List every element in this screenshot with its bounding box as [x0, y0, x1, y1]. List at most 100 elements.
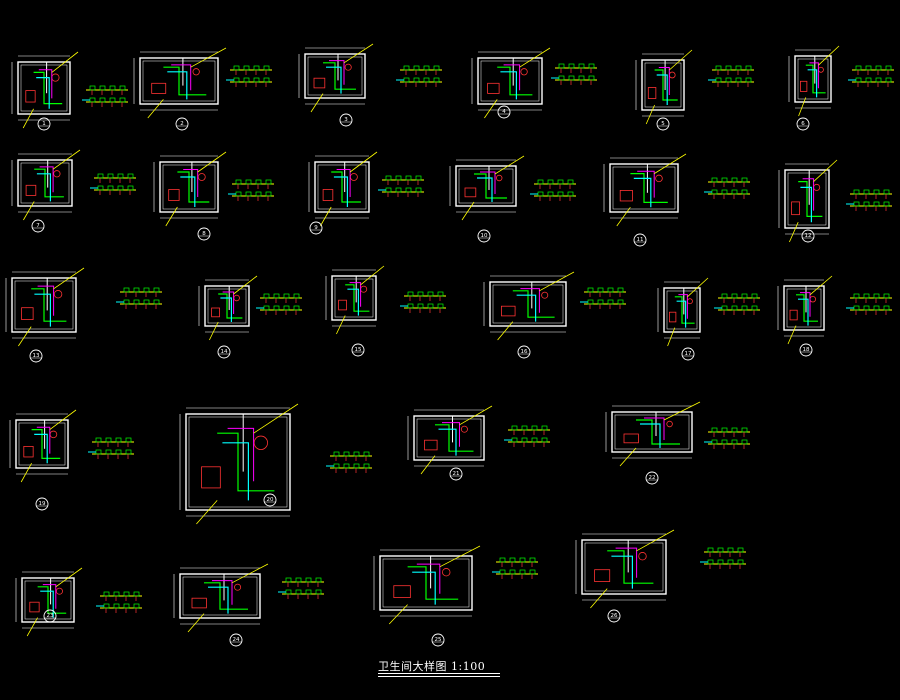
supply-pipe — [163, 66, 207, 96]
hot-water-pipe — [637, 170, 655, 198]
detail-marker — [339, 113, 353, 127]
detail-number: 13 — [33, 353, 40, 359]
riser-fixture — [721, 189, 728, 195]
drain-pipe — [676, 300, 687, 328]
drain-pipe — [326, 66, 342, 94]
detail-marker — [645, 471, 659, 485]
detail-number: 25 — [435, 637, 442, 643]
riser-fixture — [617, 287, 624, 293]
annotation-leader — [484, 99, 498, 119]
wall-outline — [663, 287, 701, 333]
riser-fixture — [285, 589, 292, 595]
annotation-leader — [494, 155, 525, 175]
hot-water-pipe — [416, 563, 441, 594]
basin-fixture — [520, 68, 528, 76]
basin-fixture — [655, 174, 663, 183]
riser-fixture — [103, 603, 110, 609]
title-underline-secondary — [378, 676, 500, 677]
riser-fixture — [741, 189, 748, 195]
annotation-leader — [616, 206, 631, 227]
supply-pipe — [497, 66, 533, 96]
riser-fixture — [568, 63, 575, 69]
hot-water-pipe — [39, 166, 54, 193]
basin-fixture — [541, 291, 549, 299]
drain-pipe — [36, 173, 52, 202]
pipe-riser-legend — [256, 293, 302, 315]
riser-fixture — [883, 189, 890, 195]
annotation-leader — [818, 45, 840, 66]
riser-fixture — [885, 65, 892, 71]
riser-fixture — [707, 559, 714, 565]
riser-fixture — [263, 293, 270, 299]
detail-number: 18 — [803, 347, 810, 353]
riser-fixture — [255, 179, 262, 185]
riser-fixture — [305, 577, 312, 583]
supply-pipe — [323, 62, 356, 90]
toilet-fixture — [500, 305, 516, 317]
wall-inner — [644, 62, 682, 108]
riser-fixture — [731, 177, 738, 183]
riser-fixture — [863, 293, 870, 299]
drain-pipe — [220, 297, 232, 322]
drain-pipe — [222, 442, 249, 501]
detail-marker — [31, 219, 45, 233]
pipe-riser-legend — [82, 85, 128, 107]
basin-fixture — [442, 568, 451, 577]
riser-fixture — [711, 439, 718, 445]
wall-inner — [666, 290, 698, 330]
annotation-leader — [813, 159, 838, 182]
wall-inner — [416, 418, 482, 458]
riser-fixture — [587, 287, 594, 293]
detail-6: 6 — [788, 45, 894, 131]
detail-22: 22 — [605, 401, 750, 485]
detail-number: 21 — [453, 471, 460, 477]
riser-fixture — [235, 191, 242, 197]
wall-inner — [307, 56, 363, 96]
riser-fixture — [863, 305, 870, 311]
riser-fixture — [123, 287, 130, 293]
riser-fixture — [89, 97, 96, 103]
annotation-leader — [253, 403, 299, 434]
wall-inner — [797, 58, 829, 100]
drain-pipe — [333, 176, 348, 207]
annotation-leader — [51, 51, 79, 73]
riser-fixture — [293, 293, 300, 299]
detail-marker — [633, 233, 647, 247]
riser-fixture — [437, 291, 444, 297]
riser-fixture — [725, 77, 732, 83]
supply-pipe — [217, 432, 275, 492]
annotation-leader — [147, 99, 164, 119]
riser-fixture — [109, 97, 116, 103]
hot-water-pipe — [480, 171, 496, 194]
riser-fixture — [721, 293, 728, 299]
detail-number: 20 — [267, 497, 274, 503]
riser-fixture — [127, 173, 134, 179]
toilet-fixture — [619, 189, 633, 202]
riser-fixture — [741, 305, 748, 311]
detail-21: 21 — [407, 405, 550, 481]
detail-26: 26 — [575, 529, 746, 623]
detail-20: 20 — [179, 403, 372, 525]
pipe-riser-legend — [378, 175, 424, 197]
riser-fixture — [153, 287, 160, 293]
drain-pipe — [438, 428, 457, 456]
basin-fixture — [666, 420, 673, 428]
toilet-fixture — [25, 90, 36, 103]
toilet-fixture — [800, 80, 808, 92]
riser-fixture — [751, 293, 758, 299]
riser-fixture — [745, 65, 752, 71]
drain-pipe — [516, 294, 537, 322]
pipe-riser-legend — [96, 591, 142, 613]
riser-fixture — [537, 179, 544, 185]
annotation-leader — [519, 47, 551, 68]
detail-marker — [477, 229, 491, 243]
supply-pipe — [607, 550, 654, 584]
detail-12: 12 — [778, 159, 892, 243]
wall-inner — [614, 414, 690, 450]
basin-fixture — [360, 285, 368, 293]
riser-fixture — [721, 439, 728, 445]
drain-pipe — [180, 176, 196, 207]
riser-fixture — [265, 179, 272, 185]
riser-fixture — [499, 557, 506, 563]
supply-pipe — [31, 429, 61, 459]
